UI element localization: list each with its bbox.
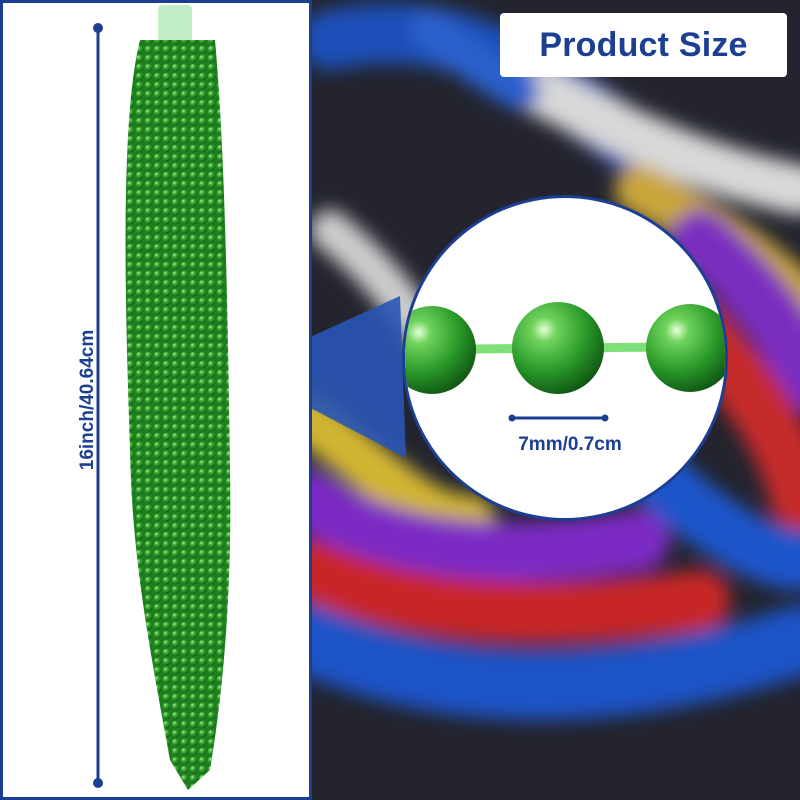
bead-measure-left-dot bbox=[508, 414, 516, 422]
bead-right bbox=[646, 304, 725, 392]
length-measure-top-dot bbox=[93, 23, 103, 33]
necklace-strands bbox=[125, 40, 231, 790]
length-measure-bottom-dot bbox=[93, 778, 103, 788]
page-title: Product Size bbox=[539, 25, 748, 64]
bead-center bbox=[512, 302, 604, 394]
necklace-length-label: 16inch/40.64cm bbox=[77, 329, 98, 471]
bead-left bbox=[405, 306, 476, 394]
bead-measure-right-dot bbox=[601, 414, 609, 422]
bead-size-label: 7mm/0.7cm bbox=[518, 434, 622, 455]
product-size-badge: Product Size bbox=[500, 13, 787, 77]
